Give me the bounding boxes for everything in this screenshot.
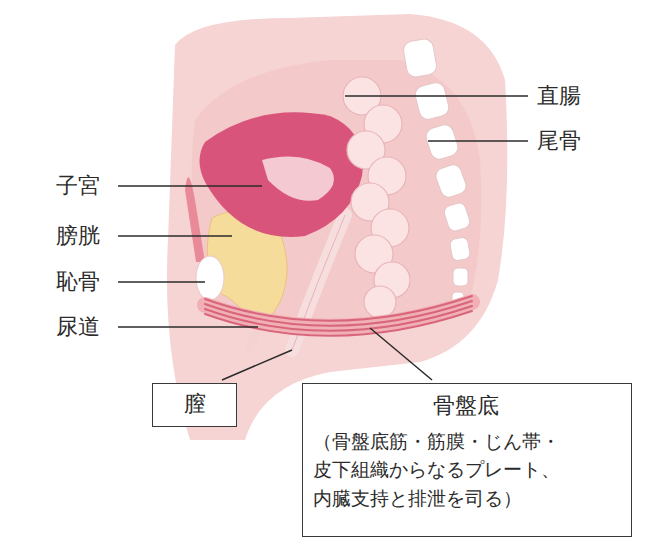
- sacrum-coccyx: [402, 38, 471, 306]
- body-silhouette: [167, 14, 507, 440]
- coccyx-label: 尾骨: [537, 128, 581, 153]
- abdominal-wall: [185, 177, 205, 262]
- leader-lines: [118, 96, 528, 380]
- uterus-label: 子宮: [56, 173, 100, 198]
- urethra-label: 尿道: [56, 314, 100, 339]
- vagina-label: 膣: [157, 390, 232, 419]
- pelvic-floor-band: [205, 296, 472, 336]
- urethra-tube: [250, 328, 258, 348]
- pelvic-floor-description: （骨盤底筋・筋膜・じん帯・ 皮下組織からなるプレート、 内臓支持と排泄を司る）: [313, 427, 619, 513]
- rectum-shape: [343, 77, 410, 318]
- pelvic-floor-box: 骨盤底 （骨盤底筋・筋膜・じん帯・ 皮下組織からなるプレート、 内臓支持と排泄を司…: [302, 383, 632, 537]
- bladder-label: 膀胱: [56, 223, 100, 248]
- pelvic-floor-heading: 骨盤底: [313, 392, 619, 421]
- pelvic-cavity: [192, 60, 482, 330]
- rectum-label: 直腸: [537, 83, 581, 108]
- pubic-bone-label: 恥骨: [56, 269, 100, 294]
- uterus-shape: [200, 112, 363, 237]
- pubic-bone: [196, 256, 224, 300]
- uterus-cavity: [262, 156, 334, 200]
- vagina-box: 膣: [152, 383, 237, 427]
